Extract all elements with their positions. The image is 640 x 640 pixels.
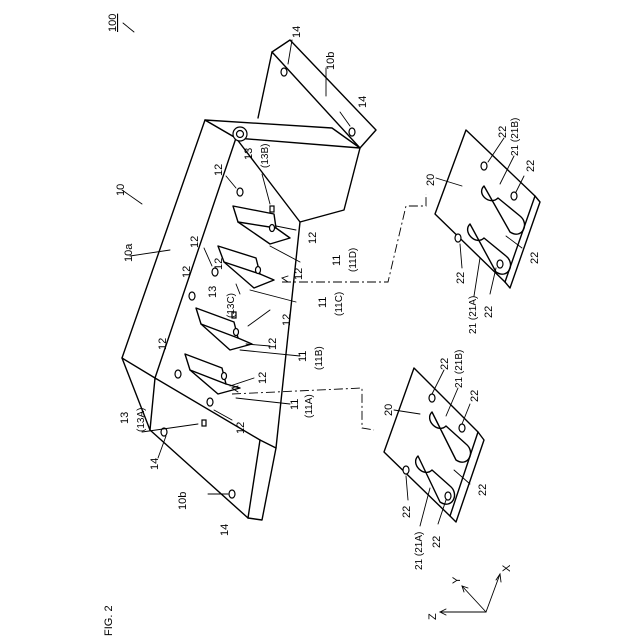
figure-label: FIG. 2 — [103, 605, 115, 636]
label-14: 14 — [219, 524, 231, 536]
axis-z-label: Z — [427, 613, 439, 620]
plate-hole — [403, 466, 409, 474]
plate-hole — [481, 162, 487, 170]
label-21a: 21 (21A) — [468, 296, 479, 334]
boss-hole-inner — [237, 131, 244, 138]
label-12: 12 — [213, 258, 225, 270]
plate-hole — [459, 424, 465, 432]
label-22: 22 — [483, 306, 495, 318]
label-10b-lower: 10b — [177, 492, 189, 510]
hole-12 — [175, 370, 181, 378]
tab-hole — [222, 373, 227, 380]
label-22: 22 — [497, 126, 509, 138]
label-12: 12 — [307, 232, 319, 244]
assembly-lines — [232, 194, 426, 430]
hole-12 — [207, 398, 213, 406]
hole-12 — [189, 292, 195, 300]
label-14: 14 — [149, 458, 161, 470]
label-21a: 21 (21A) — [414, 532, 425, 570]
label-12: 12 — [181, 266, 193, 278]
label-22: 22 — [455, 272, 467, 284]
label-13c-sub: (13C) — [226, 293, 237, 318]
plate-hole — [445, 492, 451, 500]
label-14: 14 — [357, 96, 369, 108]
label-21b: 21 (21B) — [510, 118, 521, 156]
label-11c: 11 — [317, 297, 329, 308]
label-13a: 13 — [119, 412, 131, 424]
tab-hole — [234, 329, 239, 336]
mount-hole — [229, 490, 235, 498]
label-12: 12 — [267, 338, 279, 350]
label-13b: 13 — [243, 148, 255, 160]
tab-11a — [185, 354, 226, 384]
label-12: 12 — [281, 314, 293, 326]
label-12: 12 — [157, 338, 169, 350]
label-22: 22 — [525, 160, 537, 172]
label-12: 12 — [235, 422, 247, 434]
label-13a-sub: (13A) — [136, 408, 147, 432]
label-10: 10 — [115, 184, 127, 196]
axis-x-label: X — [501, 564, 513, 572]
label-11c-sub: (11C) — [334, 292, 345, 316]
label-22: 22 — [469, 390, 481, 402]
label-11d: 11 — [331, 255, 343, 266]
label-13b-sub: (13B) — [260, 144, 271, 168]
label-11a-sub: (11A) — [304, 394, 315, 418]
label-21b: 21 (21B) — [454, 350, 465, 388]
label-22: 22 — [439, 358, 451, 370]
label-22: 22 — [477, 484, 489, 496]
label-13c: 13 — [207, 286, 219, 298]
label-12: 12 — [293, 268, 305, 280]
label-11a: 11 — [289, 399, 301, 410]
plate-hole — [511, 192, 517, 200]
mount-hole — [281, 68, 287, 76]
axes-symbol — [440, 574, 501, 615]
label-22: 22 — [431, 536, 443, 548]
label-100: 100 — [107, 14, 119, 32]
label-10a: 10a — [123, 243, 135, 262]
pin-13b — [270, 206, 274, 212]
label-14: 14 — [291, 26, 303, 38]
label-11b-sub: (11B) — [314, 346, 325, 370]
label-12: 12 — [189, 236, 201, 248]
label-20: 20 — [383, 404, 395, 416]
label-12: 12 — [257, 372, 269, 384]
mount-hole — [349, 128, 355, 136]
hole-12 — [237, 188, 243, 196]
label-22: 22 — [529, 252, 541, 264]
plate-hole — [497, 260, 503, 268]
label-11d-sub: (11D) — [348, 248, 359, 272]
pin-13a — [202, 420, 206, 426]
label-22: 22 — [401, 506, 413, 518]
plate-hole — [455, 234, 461, 242]
tab-hole — [256, 267, 261, 274]
label-11b: 11 — [297, 351, 309, 362]
plate-hole — [429, 394, 435, 402]
axis-y-label: Y — [451, 576, 463, 584]
label-10b-upper: 10b — [325, 52, 337, 70]
plate-upper — [435, 130, 540, 288]
label-12: 12 — [213, 164, 225, 176]
bracket-body — [122, 40, 376, 520]
label-20: 20 — [425, 174, 437, 186]
tab-hole — [270, 225, 275, 232]
